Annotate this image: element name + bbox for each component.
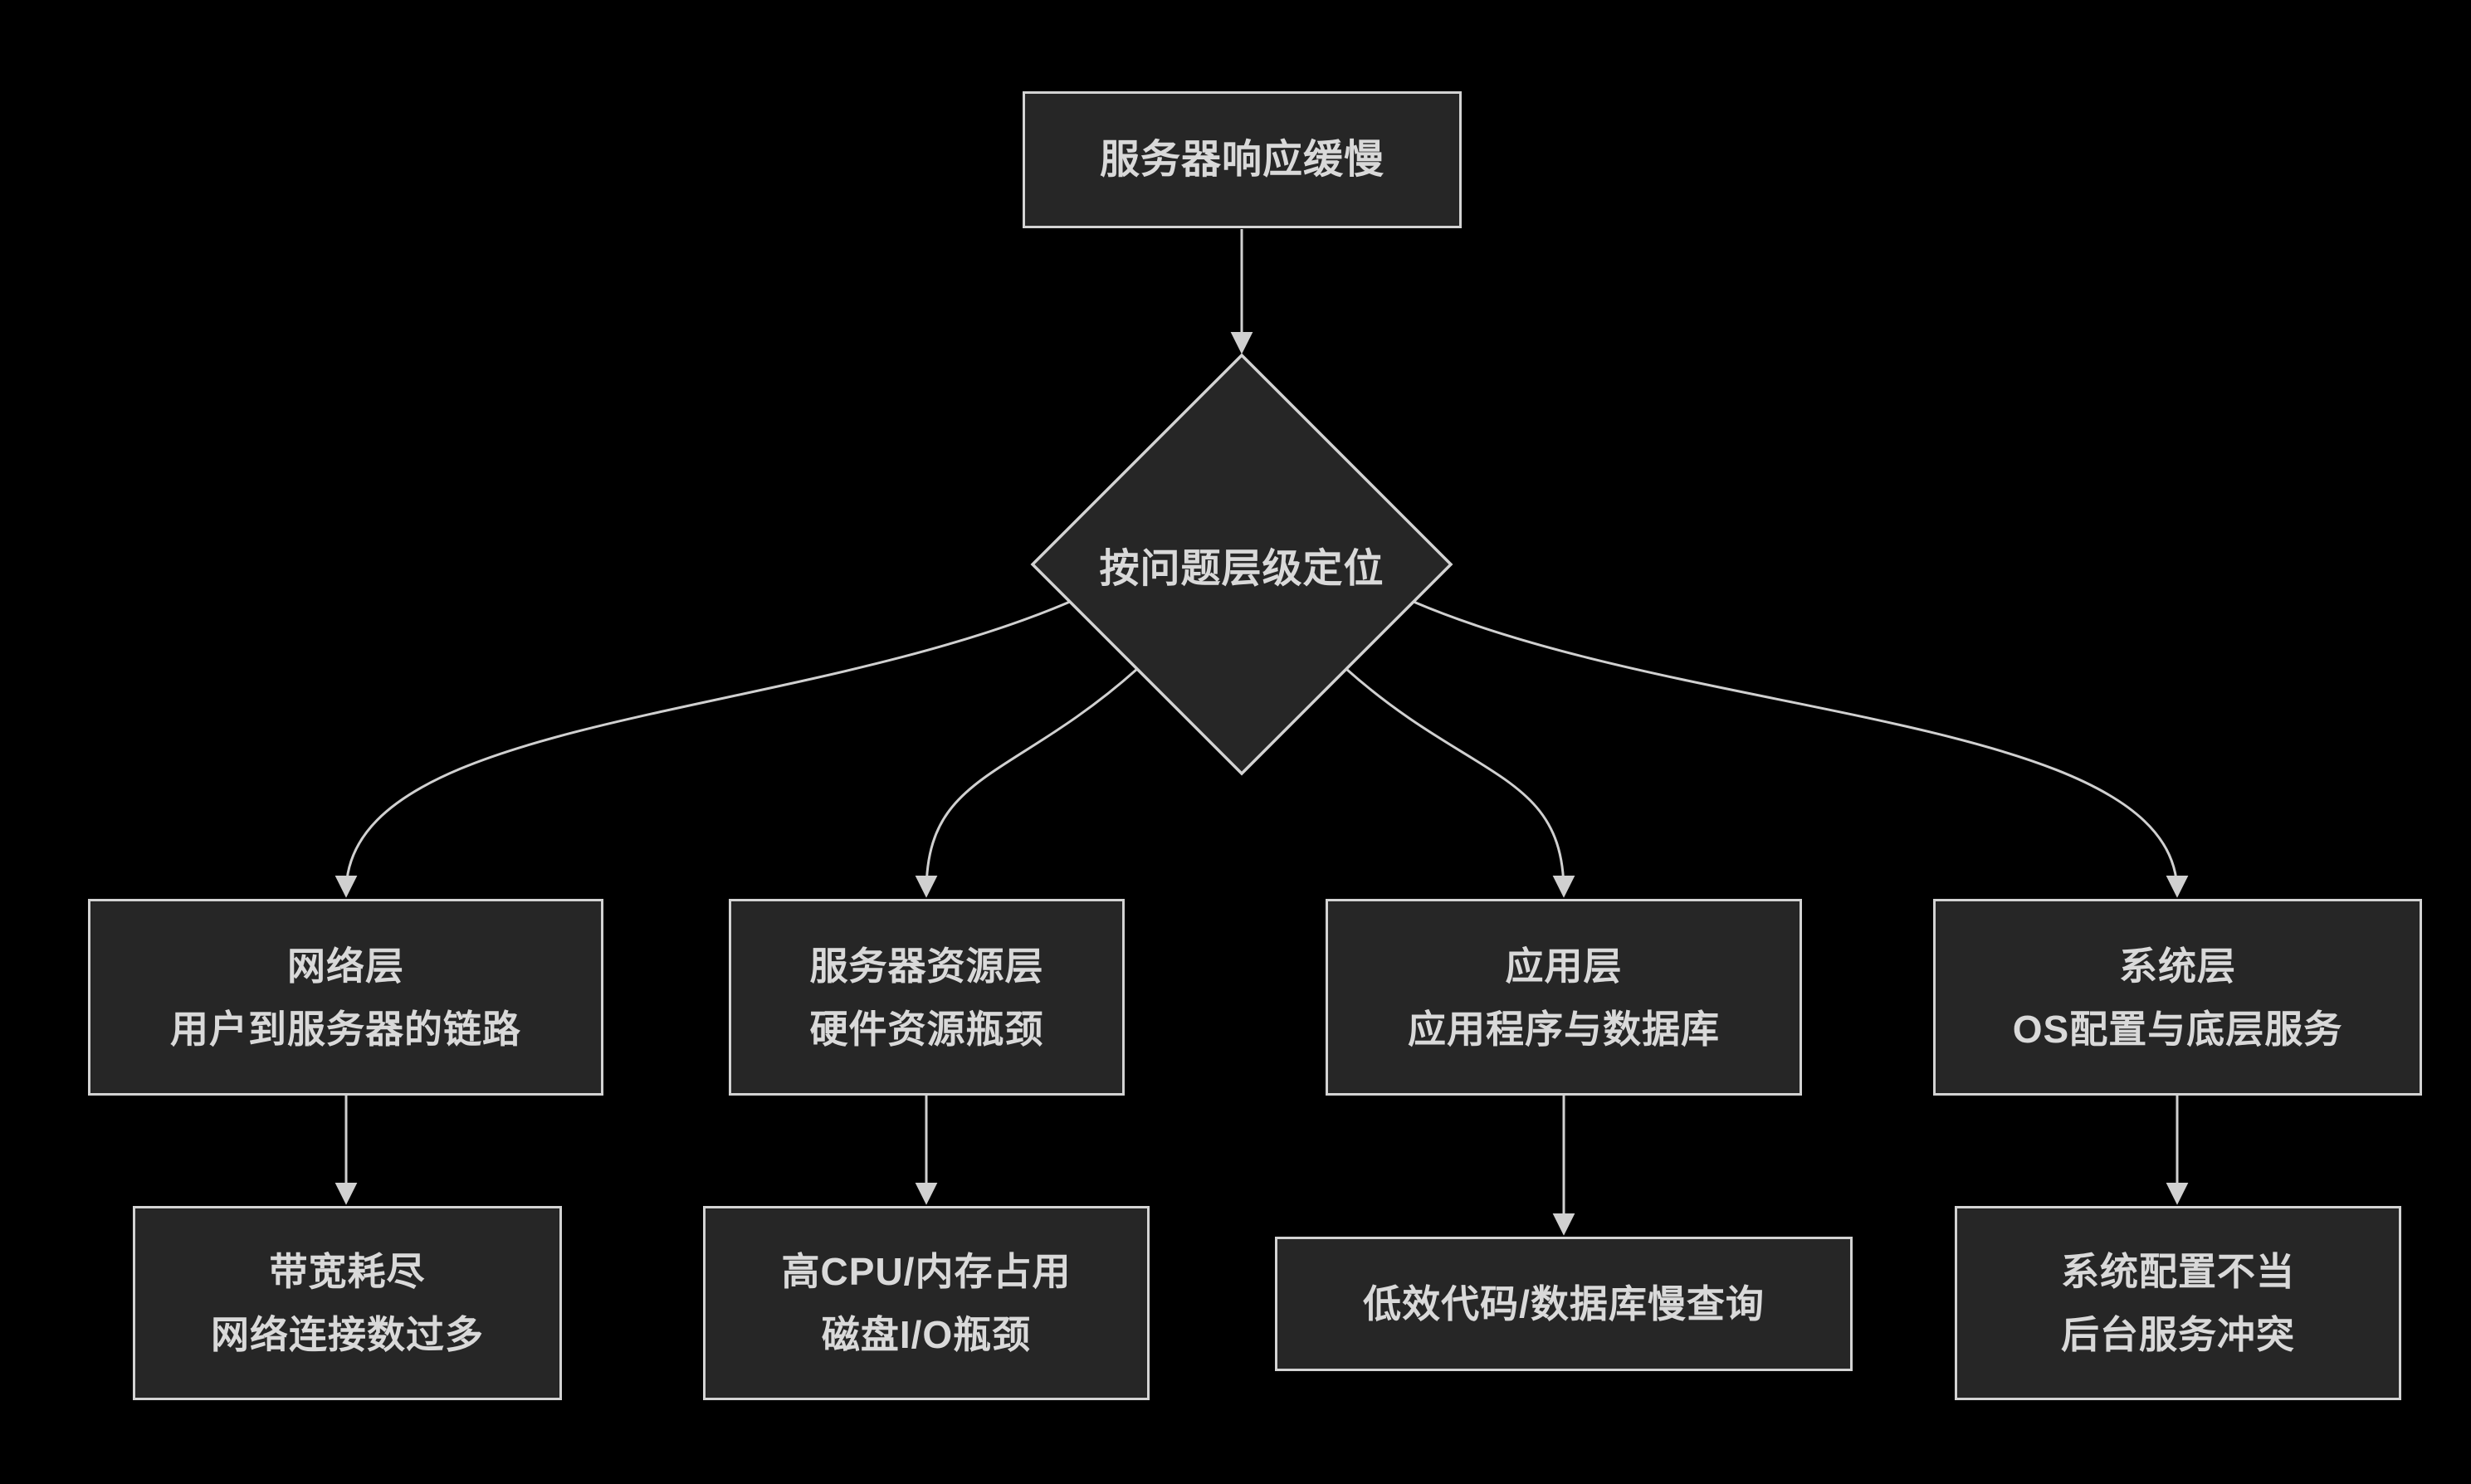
node-network-layer-title: 网络层 — [287, 944, 404, 988]
edge-decision-to-network-layer — [335, 600, 1071, 898]
node-application-layer-subtitle: 应用程序与数据库 — [1408, 1007, 1720, 1051]
node-system-issue-line1: 系统配置不当 — [2061, 1250, 2295, 1293]
node-application-issue: 低效代码/数据库慢查询 — [1275, 1237, 1853, 1371]
edge-decision-to-server-resource-layer — [915, 667, 1138, 898]
node-network-issue-line2: 网络连接数过多 — [211, 1313, 484, 1356]
node-server-resource-layer-title: 服务器资源层 — [809, 944, 1044, 988]
node-server-resource-layer: 服务器资源层 硬件资源瓶颈 — [729, 899, 1125, 1096]
node-system-issue-line2: 后台服务冲突 — [2061, 1313, 2295, 1356]
node-application-issue-line1: 低效代码/数据库慢查询 — [1363, 1282, 1765, 1325]
node-server-resource-issue-line2: 磁盘I/O瓶颈 — [821, 1313, 1032, 1356]
node-network-issue: 带宽耗尽 网络连接数过多 — [133, 1206, 562, 1400]
node-system-layer-subtitle: OS配置与底层服务 — [2012, 1007, 2343, 1051]
node-system-issue: 系统配置不当 后台服务冲突 — [1955, 1206, 2401, 1400]
node-server-resource-layer-subtitle: 硬件资源瓶颈 — [809, 1007, 1044, 1051]
node-server-resource-issue-line1: 高CPU/内存占用 — [781, 1250, 1072, 1293]
node-server-resource-issue: 高CPU/内存占用 磁盘I/O瓶颈 — [703, 1206, 1150, 1400]
node-start: 服务器响应缓慢 — [1023, 91, 1462, 228]
node-system-layer: 系统层 OS配置与底层服务 — [1933, 899, 2422, 1096]
edge-decision-to-system-layer — [1413, 600, 2189, 898]
decision-diamond — [1030, 353, 1453, 776]
node-network-layer: 网络层 用户到服务器的链路 — [88, 899, 603, 1096]
node-application-layer-title: 应用层 — [1505, 944, 1623, 988]
node-network-layer-subtitle: 用户到服务器的链路 — [170, 1007, 521, 1051]
node-decision-label: 按问题层级定位 — [1099, 547, 1384, 591]
node-network-issue-line1: 带宽耗尽 — [269, 1250, 426, 1293]
node-application-layer: 应用层 应用程序与数据库 — [1326, 899, 1802, 1096]
node-system-layer-title: 系统层 — [2119, 944, 2236, 988]
edge-decision-to-application-layer — [1345, 667, 1575, 898]
node-start-label: 服务器响应缓慢 — [1099, 137, 1384, 182]
